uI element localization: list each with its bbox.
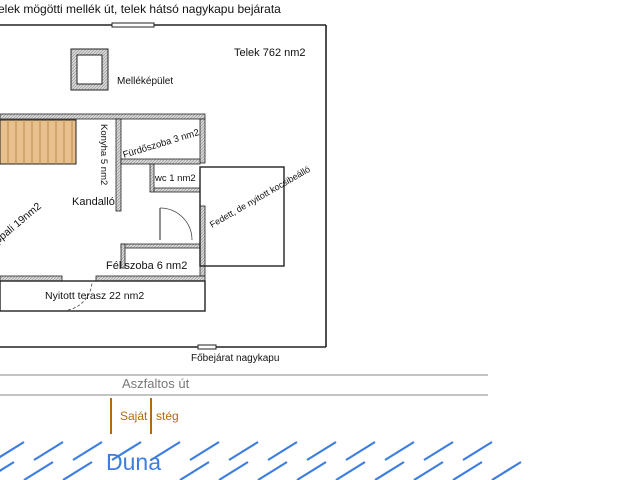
outbuilding [70,48,109,91]
river-wave [218,461,249,480]
river-wave [296,461,327,480]
river-label: Duna [106,449,161,475]
river-wave [33,441,64,461]
river-wave [62,461,93,480]
river-wave [384,441,415,461]
house-walls [0,113,206,282]
river-wave [345,441,376,461]
river-wave [374,461,405,480]
river-wave [72,441,103,461]
terrace-label: Nyitott terasz 22 nm2 [45,290,144,302]
river-wave [267,441,298,461]
staircase [0,119,77,165]
carport-label: Fedett, de nyitott kocsibeálló [208,164,312,230]
river-wave [335,461,366,480]
main-gate-label: Főbejárat nagykapu [191,353,279,364]
road-label: Aszfaltos út [122,376,190,391]
river-wave [189,441,220,461]
river-wave [23,461,54,480]
outbuilding-label: Melléképület [117,76,173,87]
river-wave [111,441,142,461]
river-wave [452,461,483,480]
asphalt-road [0,374,488,396]
river-wave [462,441,493,461]
river-wave [306,441,337,461]
river-wave [491,461,522,480]
plot-boundary [0,24,327,348]
living-room-label: ppali 19nm2 [0,200,44,246]
river-wave [0,461,15,472]
river-wave [0,441,25,459]
half-room-label: Fél szoba 6 nm2 [106,260,187,272]
terrace [0,280,206,312]
jetty-label-left: Saját [120,409,148,423]
river-waves [0,441,522,480]
jetty-label-right: stég [156,409,179,423]
rear-road-caption: elek mögötti mellék út, telek hátsó nagy… [0,2,281,16]
jetty [110,398,152,434]
kitchen-label: Konyha 5 nm2 [98,124,109,185]
bathroom-label: Fürdőszoba 3 nm2 [122,127,201,161]
river-wave [228,441,259,461]
main-gate [197,344,217,350]
river-wave [150,441,181,461]
plot-area-label: Telek 762 nm2 [234,47,306,59]
rear-gate [111,22,155,28]
river-wave [257,461,288,480]
wc-label: wc 1 nm2 [154,173,196,184]
terrace-door [67,281,93,311]
river-wave [179,461,210,480]
interior-door [159,207,193,241]
fireplace-label: Kandalló [72,196,115,208]
river-wave [423,441,454,461]
carport [199,166,285,267]
river-wave [413,461,444,480]
